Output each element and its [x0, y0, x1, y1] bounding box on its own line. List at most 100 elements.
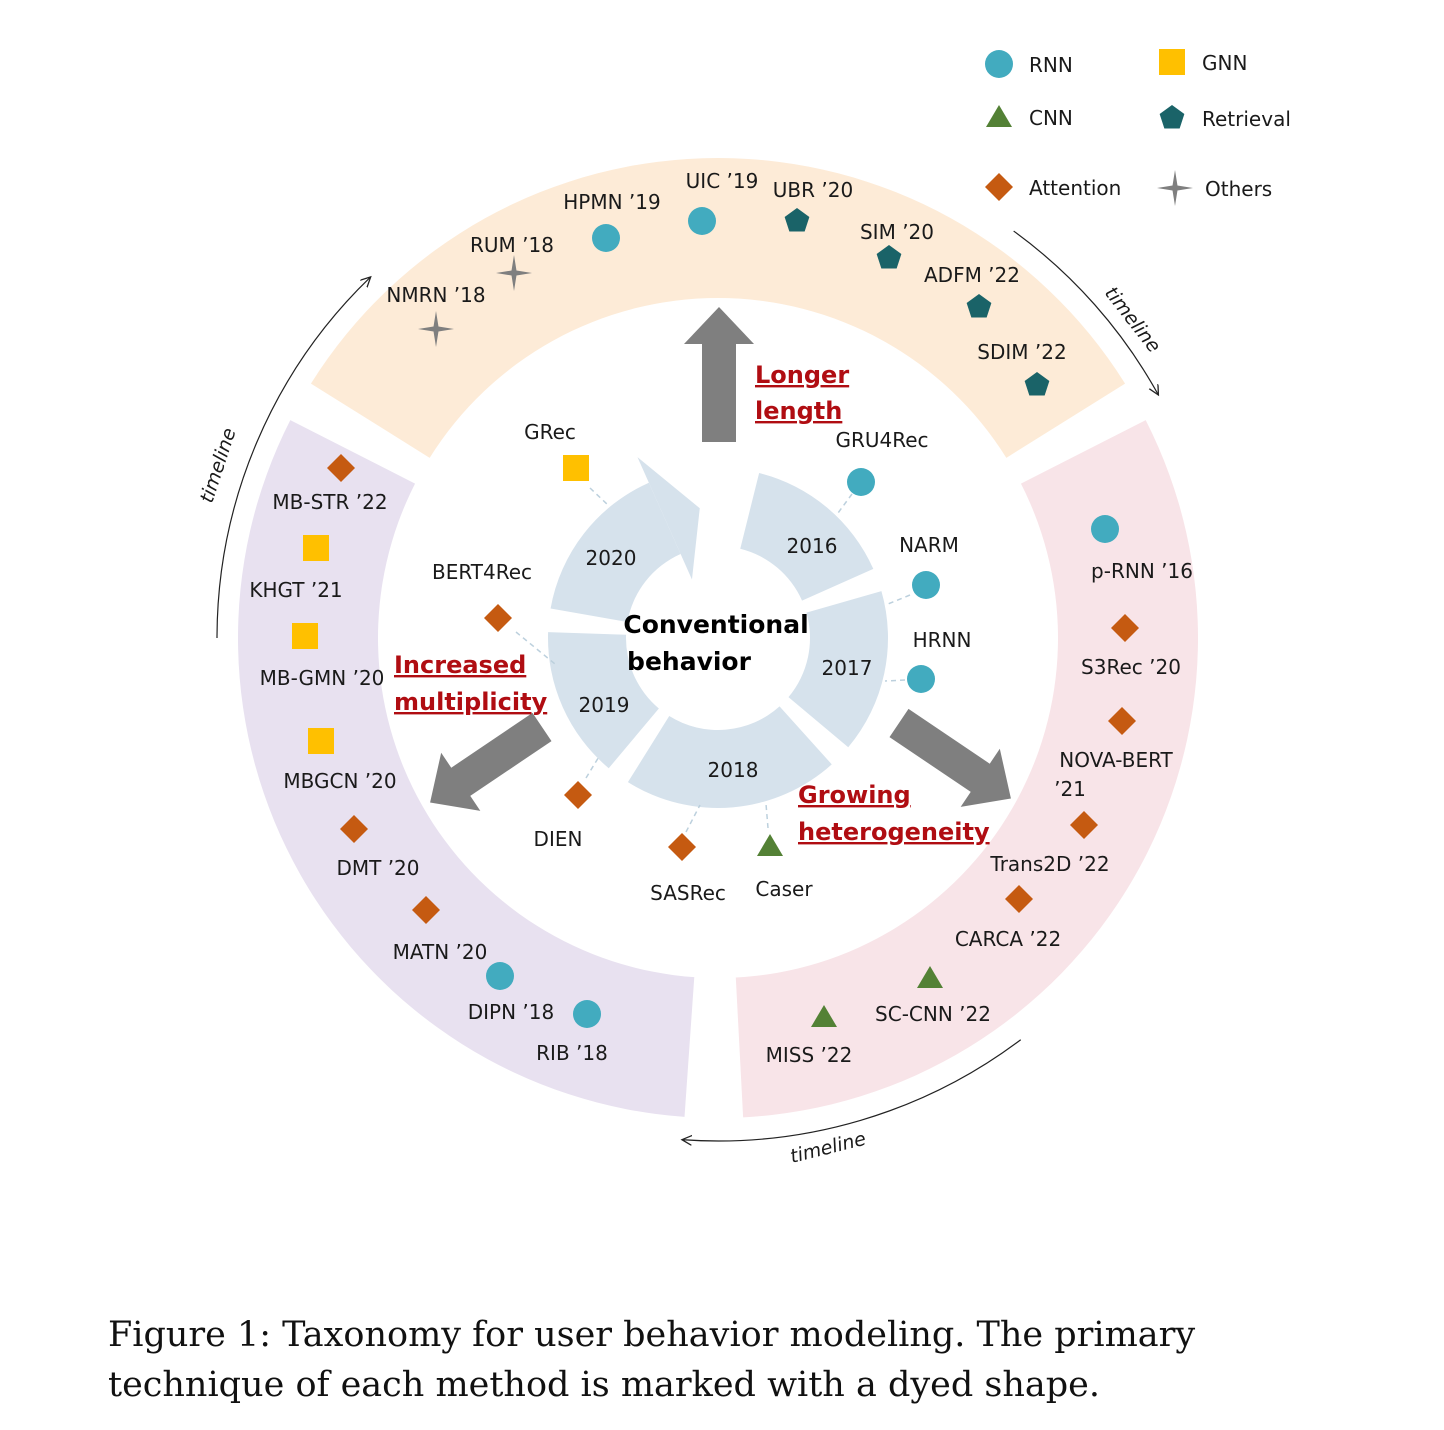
method-label-dmt-20: DMT ’20: [336, 856, 419, 880]
method-label-dipn-18: DIPN ’18: [468, 1000, 554, 1024]
marker-dien: [564, 781, 592, 809]
method-label-s3rec-20: S3Rec ’20: [1081, 655, 1181, 679]
method-label-hrnn: HRNN: [913, 628, 972, 652]
center-label-line2: behavior: [627, 647, 752, 676]
marker-narm: [912, 571, 940, 599]
method-label-hpmn-19: HPMN ’19: [563, 190, 660, 214]
year-2017: 2017: [822, 656, 873, 680]
method-label-nova-bert-21-line2: ’21: [1054, 777, 1086, 801]
ring-arrowhead: [637, 457, 700, 580]
method-label-sim-20: SIM ’20: [860, 220, 934, 244]
marker-sasrec: [668, 833, 696, 861]
marker-ubr-20: [784, 208, 810, 232]
ring-segment-2019: [548, 632, 659, 769]
marker-caser: [757, 834, 783, 856]
connector-hrnn: [884, 679, 906, 682]
band-longer-length: [310, 157, 1126, 458]
band-increased-multiplicity: [237, 420, 695, 1117]
marker-s3rec-20: [1111, 614, 1139, 642]
method-label-bert4rec: BERT4Rec: [432, 560, 532, 584]
method-label-nmrn-18: NMRN ’18: [386, 283, 485, 307]
legend-label-others: Others: [1205, 177, 1272, 201]
legend-diamond-icon: [985, 173, 1013, 201]
direction-multiplicity-line2: multiplicity: [394, 688, 548, 716]
year-2018: 2018: [708, 758, 759, 782]
ring-segment-2017: [788, 591, 888, 748]
ring-segment-2018: [627, 706, 832, 808]
legend-square-icon: [1159, 49, 1185, 75]
method-label-trans2d-22: Trans2D ’22: [989, 852, 1109, 876]
center-label-line1: Conventional: [623, 610, 808, 639]
marker-dipn-18: [486, 962, 514, 990]
connector-narm: [887, 594, 911, 605]
marker-miss-22: [811, 1005, 837, 1027]
legend-circle-icon: [985, 50, 1013, 78]
legend-label-rnn: RNN: [1029, 53, 1073, 77]
year-2020: 2020: [586, 546, 637, 570]
direction-length-line1: Longer: [755, 361, 849, 389]
legend-triangle-icon: [986, 105, 1012, 127]
method-label-rib-18: RIB ’18: [536, 1041, 608, 1065]
timeline-arc-bottom: [683, 1039, 1022, 1141]
method-label-uic-19: UIC ’19: [686, 169, 759, 193]
legend-pentagon-icon: [1159, 105, 1185, 129]
legend-label-attention: Attention: [1029, 176, 1121, 200]
marker-nmrn-18: [418, 311, 454, 347]
method-label-nova-bert-21-line1: NOVA-BERT: [1059, 748, 1173, 772]
marker-mb-gmn-20: [292, 623, 318, 649]
method-label-sasrec: SASRec: [650, 881, 726, 905]
marker-uic-19: [688, 207, 716, 235]
marker-sim-20: [876, 245, 902, 269]
marker-carca-22: [1005, 885, 1033, 913]
direction-length-line2: length: [755, 397, 842, 425]
marker-grec: [563, 455, 589, 481]
method-label-grec: GRec: [524, 420, 576, 444]
method-label-matn-20: MATN ’20: [393, 940, 488, 964]
method-label-gru4rec: GRU4Rec: [835, 428, 928, 452]
connector-caser: [765, 803, 769, 829]
marker-trans2d-22: [1070, 811, 1098, 839]
method-label-mb-gmn-20: MB-GMN ’20: [260, 666, 385, 690]
band-growing-heterogeneity: [735, 420, 1198, 1118]
marker-p-rnn-16: [1091, 515, 1119, 543]
method-label-mb-str-22: MB-STR ’22: [272, 490, 387, 514]
legend-label-gnn: GNN: [1202, 51, 1247, 75]
marker-hrnn: [907, 665, 935, 693]
legend-label-cnn: CNN: [1029, 106, 1073, 130]
arrow-longer-length: [684, 307, 754, 442]
method-label-caser: Caser: [755, 877, 813, 901]
marker-adfm-22: [966, 294, 992, 318]
marker-sdim-22: [1024, 372, 1050, 396]
timeline-arc-top: [1013, 230, 1158, 394]
timeline-arc-left: [216, 278, 370, 639]
legend-label-retrieval: Retrieval: [1202, 107, 1291, 131]
marker-gru4rec: [847, 468, 875, 496]
marker-dmt-20: [340, 815, 368, 843]
method-label-narm: NARM: [899, 533, 959, 557]
marker-bert4rec: [484, 604, 512, 632]
legend-star-icon: [1157, 170, 1193, 206]
timeline-label-left: timeline: [196, 425, 241, 505]
arrow-increased-multiplicity: [430, 712, 552, 811]
year-2019: 2019: [579, 693, 630, 717]
method-label-adfm-22: ADFM ’22: [924, 263, 1020, 287]
year-2016: 2016: [787, 534, 838, 558]
method-label-mbgcn-20: MBGCN ’20: [283, 769, 396, 793]
connector-dien: [585, 754, 601, 779]
ring-segment-2016: [740, 473, 874, 601]
method-label-rum-18: RUM ’18: [470, 233, 554, 257]
connector-grec: [589, 487, 609, 506]
method-label-sc-cnn-22: SC-CNN ’22: [875, 1002, 991, 1026]
method-label-ubr-20: UBR ’20: [773, 178, 853, 202]
marker-rum-18: [496, 255, 532, 291]
connector-gru4rec: [837, 493, 853, 514]
marker-khgt-21: [303, 535, 329, 561]
method-label-dien: DIEN: [534, 827, 583, 851]
ring-segment-2020: [550, 482, 681, 623]
figure-caption: Figure 1: Taxonomy for user behavior mod…: [108, 1315, 1196, 1405]
direction-heterogeneity-line1: Growing: [798, 781, 911, 809]
method-label-miss-22: MISS ’22: [766, 1043, 853, 1067]
timeline-label-top: timeline: [1100, 283, 1165, 357]
arrow-growing-heterogeneity: [889, 708, 1011, 807]
